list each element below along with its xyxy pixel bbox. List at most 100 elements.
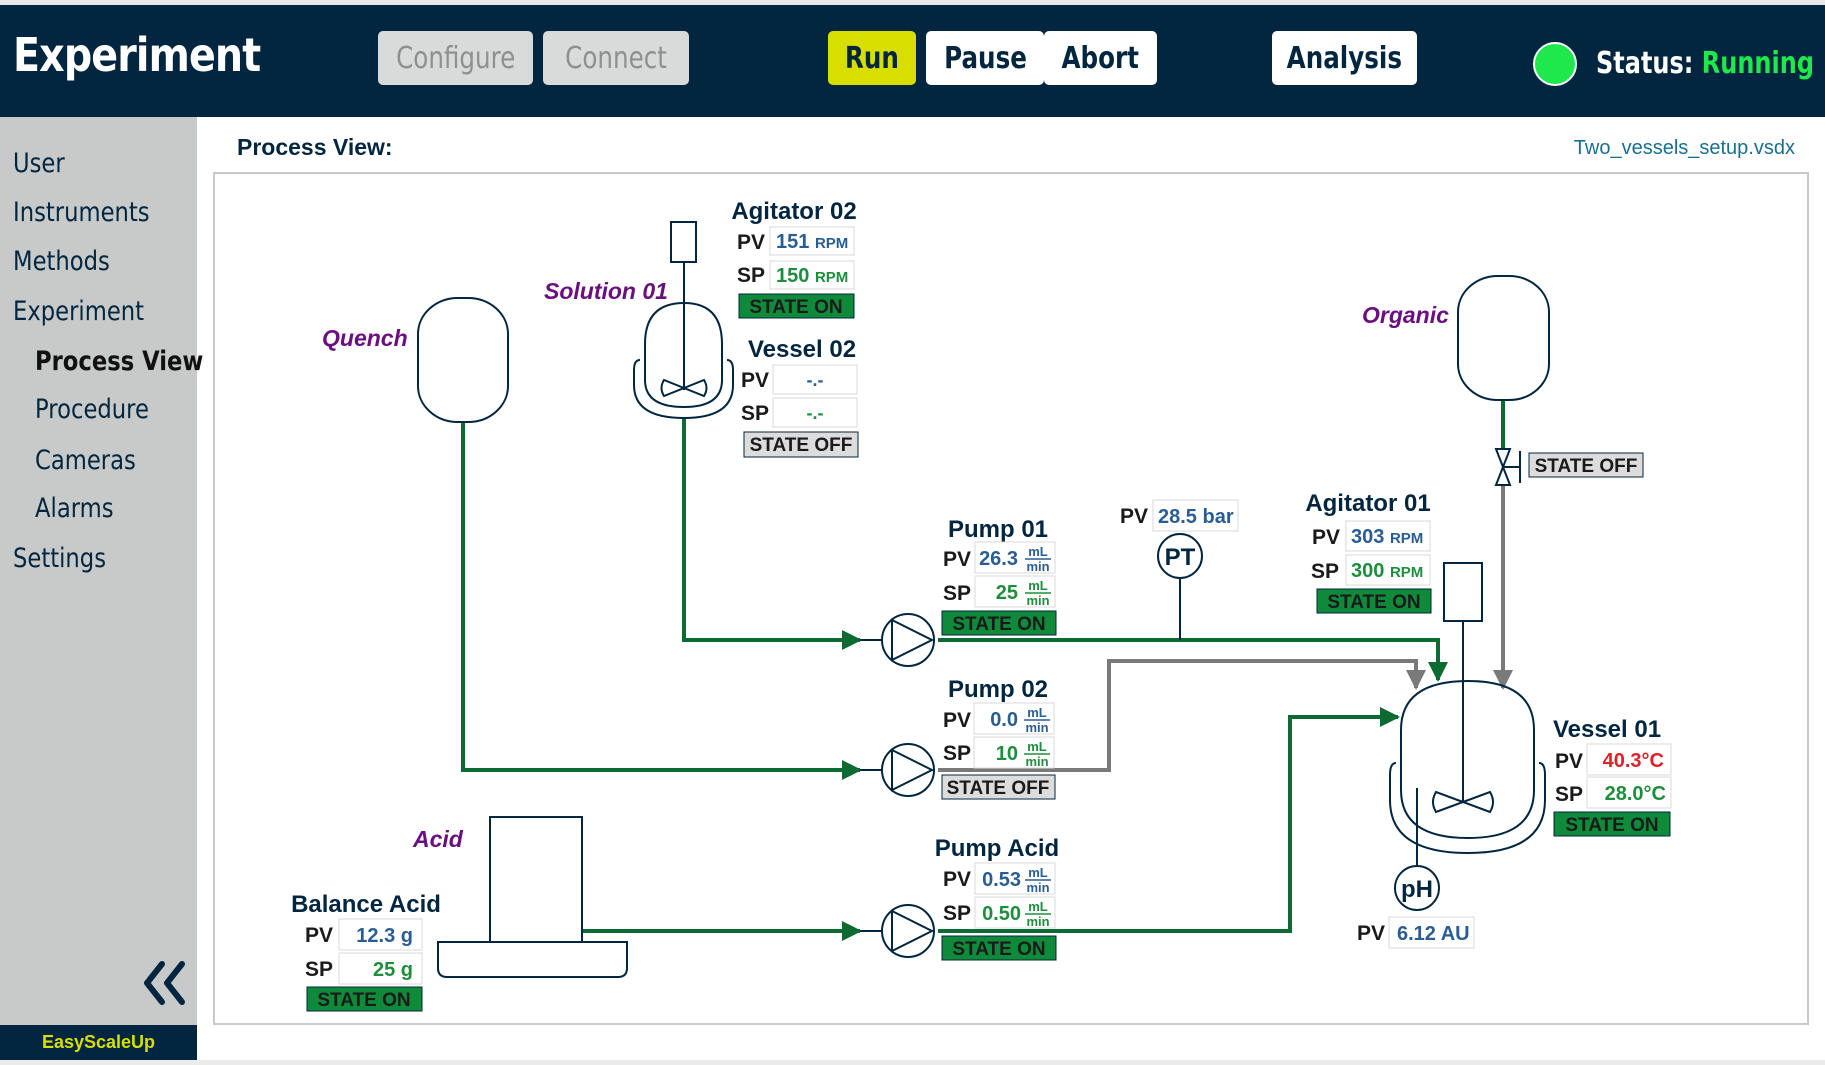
- pump01-pv-unit-min: min: [1026, 559, 1049, 574]
- vessel01-state-button[interactable]: [1553, 811, 1671, 837]
- quench-tank[interactable]: [417, 297, 509, 423]
- solution01-label: Solution 01: [544, 278, 668, 304]
- organic-valve-state-button[interactable]: [1528, 452, 1644, 478]
- vessel01-reactor[interactable]: [1389, 562, 1546, 866]
- agitator01-sp-label: SP: [1311, 560, 1339, 583]
- organic-valve-icon[interactable]: [1494, 448, 1521, 486]
- analysis-label: Analysis: [1286, 40, 1403, 76]
- pump-acid-sp-input[interactable]: [974, 896, 1056, 929]
- vessel01-pv-value: 40.3°C: [1603, 750, 1664, 772]
- pressure-transmitter-icon[interactable]: [1157, 533, 1203, 579]
- sidebar-item-methods[interactable]: Methods: [13, 246, 110, 277]
- sidebar-item-process-view[interactable]: Process View: [35, 346, 204, 377]
- agitator02-state-button[interactable]: [738, 293, 855, 319]
- vessel02-state-button[interactable]: [743, 431, 859, 458]
- pump01-icon[interactable]: [860, 613, 935, 667]
- acid-container[interactable]: [489, 816, 583, 943]
- balance-acid-sp-input[interactable]: [338, 952, 423, 985]
- organic-valve-state-text: STATE OFF: [1535, 456, 1638, 477]
- pause-label: Pause: [943, 40, 1027, 76]
- pump02-state-text: STATE OFF: [947, 778, 1050, 799]
- pump01-pv-box: [974, 541, 1056, 574]
- vessel01-pv-box: [1586, 743, 1672, 776]
- vessel02-state-text: STATE OFF: [750, 435, 853, 456]
- configure-button[interactable]: Configure: [378, 31, 533, 85]
- sidebar-item-experiment[interactable]: Experiment: [13, 296, 145, 327]
- analysis-button[interactable]: Analysis: [1272, 31, 1417, 85]
- pump-acid-sp-unit-ml: mL: [1028, 899, 1048, 914]
- agitator01-pv-value: 303 RPM: [1351, 526, 1423, 548]
- sidebar-item-cameras[interactable]: Cameras: [35, 445, 136, 476]
- ph-symbol: pH: [1401, 876, 1433, 903]
- agitator02-pv-box: [769, 226, 855, 256]
- agitator02-sp-value: 150 RPM: [776, 265, 848, 287]
- pump02-sp-label: SP: [943, 742, 971, 765]
- agitator01-pv-label: PV: [1312, 526, 1340, 549]
- sidebar: [0, 117, 197, 1025]
- balance-acid-state-button[interactable]: [306, 986, 423, 1012]
- pump-acid-pv-unit-min: min: [1026, 880, 1049, 895]
- vessel02-sp-input[interactable]: [772, 397, 858, 428]
- agitator02-name: Agitator 02: [731, 198, 856, 225]
- organic-tank[interactable]: [1457, 275, 1550, 401]
- pump02-icon[interactable]: [860, 743, 935, 797]
- pump-acid-sp-label: SP: [943, 902, 971, 925]
- pump-acid-icon[interactable]: [860, 904, 935, 958]
- ph-pv-box: [1388, 916, 1475, 949]
- diagram-file-link[interactable]: Two_vessels_setup.vsdx: [1573, 137, 1795, 159]
- run-button[interactable]: Run: [828, 31, 916, 85]
- process-diagram: Quench Organic Solution 01 Acid pH PT: [213, 172, 1809, 1025]
- sidebar-item-alarms[interactable]: Alarms: [35, 493, 114, 524]
- pump01-pv-unit-ml: mL: [1028, 544, 1048, 559]
- pump01-pv-value: 26.3: [979, 548, 1018, 570]
- abort-label: Abort: [1061, 40, 1140, 76]
- agitator01-sp-input[interactable]: [1345, 554, 1431, 586]
- pipe-pumpacid-to-vessel01: [938, 707, 1400, 933]
- pressure-pv-label: PV: [1120, 505, 1148, 528]
- abort-button[interactable]: Abort: [1044, 31, 1157, 85]
- quench-label: Quench: [322, 325, 408, 351]
- agitator02-sp-input[interactable]: [769, 260, 855, 290]
- solution01-vessel[interactable]: [633, 221, 734, 420]
- pressure-pv-value: 28.5 bar: [1158, 506, 1234, 528]
- agitator02-pv-value: 151 RPM: [776, 231, 848, 253]
- pressure-pv-box: [1152, 499, 1239, 532]
- connect-button[interactable]: Connect: [543, 31, 689, 85]
- pump-acid-state-button[interactable]: [941, 935, 1057, 961]
- agitator01-sp-value: 300 RPM: [1351, 560, 1423, 582]
- pump01-state-button[interactable]: [941, 610, 1057, 636]
- sidebar-item-user[interactable]: User: [13, 148, 65, 179]
- double-chevron-left-icon[interactable]: [140, 958, 190, 1008]
- balance-acid-state-text: STATE ON: [317, 990, 410, 1011]
- status-value: Running: [1701, 46, 1814, 81]
- agitator01-state-button[interactable]: [1316, 588, 1432, 614]
- sidebar-item-settings[interactable]: Settings: [13, 543, 107, 574]
- status-label: Status:: [1596, 46, 1694, 81]
- vessel01-sp-input[interactable]: [1586, 776, 1672, 809]
- run-label: Run: [845, 40, 899, 76]
- pump-acid-state-text: STATE ON: [952, 939, 1045, 960]
- page-title: Process View:: [237, 134, 393, 160]
- balance-acid-pv-box: [338, 918, 423, 951]
- agitator01-state-text: STATE ON: [1327, 592, 1420, 613]
- ph-sensor-icon[interactable]: [1394, 865, 1440, 911]
- pump02-state-button[interactable]: [941, 774, 1056, 800]
- app-title: Experiment: [13, 28, 261, 82]
- window-top-border: [0, 0, 1825, 5]
- organic-label: Organic: [1362, 302, 1449, 328]
- pump-acid-sp-value: 0.50: [982, 903, 1021, 925]
- pump01-sp-input[interactable]: [974, 575, 1056, 608]
- balance-acid-name: Balance Acid: [291, 891, 441, 918]
- pump02-sp-input[interactable]: [973, 736, 1055, 769]
- balance-acid-pv-label: PV: [305, 924, 333, 947]
- pause-button[interactable]: Pause: [926, 31, 1044, 85]
- pump01-sp-label: SP: [943, 582, 971, 605]
- sidebar-item-procedure[interactable]: Procedure: [35, 394, 149, 425]
- pipe-quench-to-pump02: [461, 422, 862, 780]
- balance-acid-scale[interactable]: [437, 941, 628, 978]
- sidebar-item-instruments[interactable]: Instruments: [13, 197, 150, 228]
- vessel02-pv-box: [772, 364, 858, 395]
- vessel01-state-text: STATE ON: [1565, 815, 1658, 836]
- balance-acid-pv-value: 12.3 g: [356, 925, 413, 947]
- window-bottom-border: [0, 1060, 1825, 1065]
